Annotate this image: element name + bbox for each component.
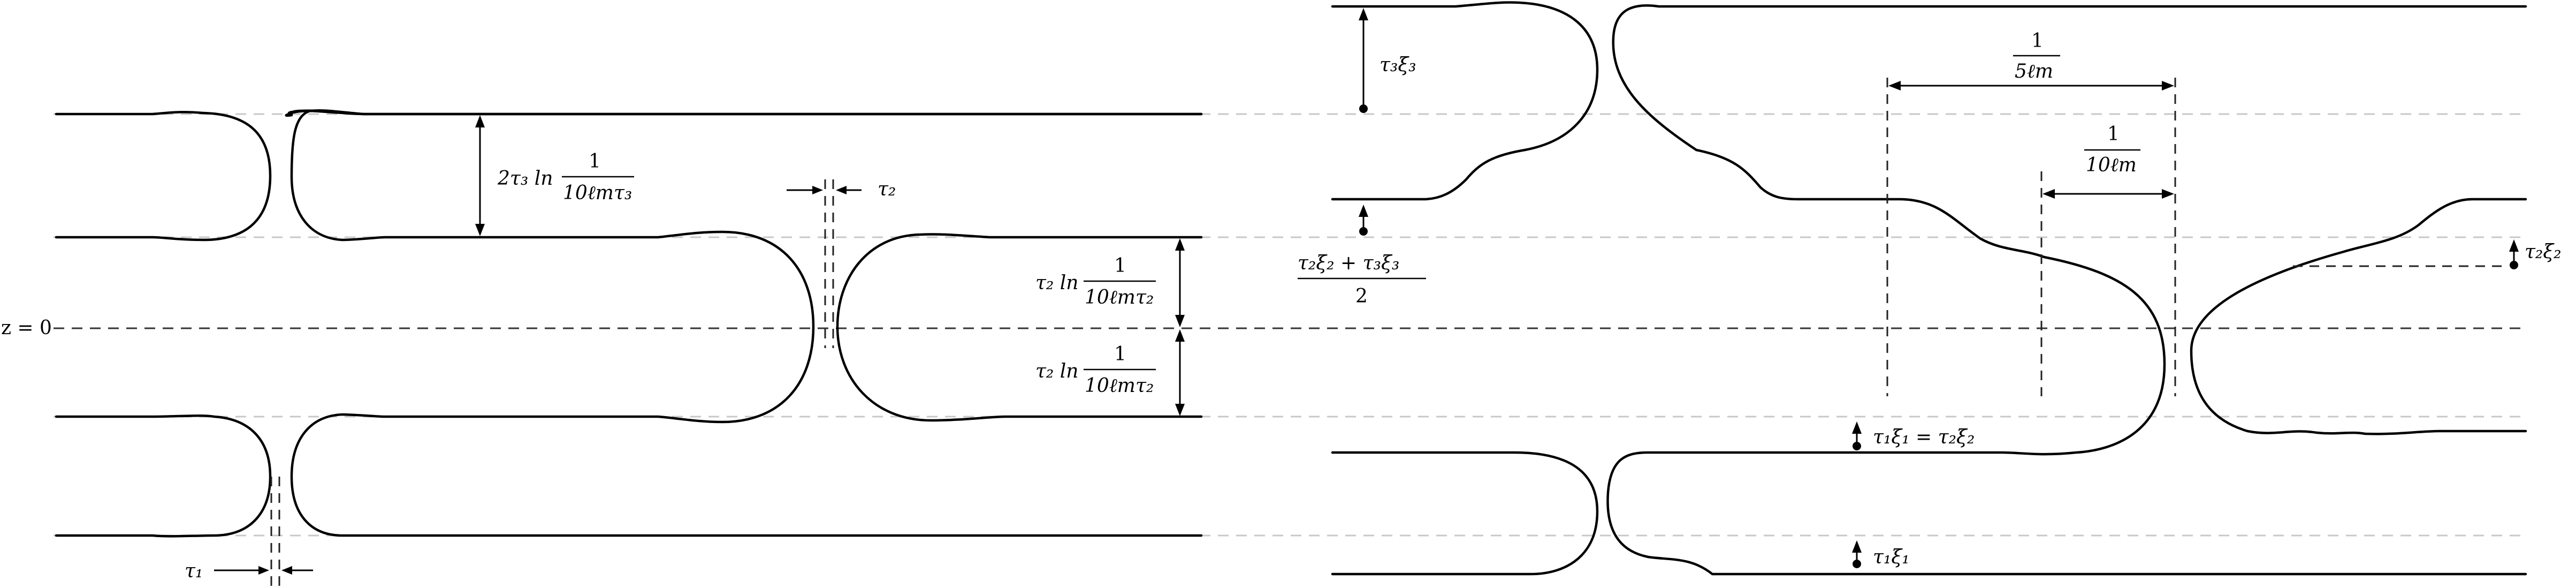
right-panel: 1 5ℓm 1 10ℓm τ₃ξ₃ τ₂ξ₂ + τ₃ξ₃ 2 τ₂ξ₂ τ₁ξ… [1298, 1, 2562, 576]
upper-half-label: τ₂ ln [1035, 272, 1079, 294]
tau3xi3-label: τ₃ξ₃ [1380, 54, 1416, 76]
eq-arrow-up [1852, 421, 1862, 434]
upper-half-frac-num: 1 [1114, 255, 1126, 277]
surface-right-top-left [1331, 1, 1599, 201]
tau2xi2-dot [2510, 261, 2518, 269]
avg-dot [1359, 227, 1368, 236]
upper-half-frac-den: 10ℓmτ₂ [1085, 287, 1154, 308]
reference-lines [54, 113, 2526, 537]
surface-upper-lobe [290, 109, 1203, 537]
width-large-num: 1 [2031, 30, 2044, 52]
tau2-arrow-left-head [812, 186, 823, 194]
surface-right-far-lobe [2190, 198, 2527, 435]
tau1xi1-arrow-up [1852, 540, 1862, 553]
surface-right-top-main [1606, 4, 2527, 576]
width-small-den: 10ℓm [2086, 154, 2137, 176]
eq-dot [1853, 442, 1861, 450]
tau2-label: τ₂ [878, 178, 896, 200]
tau1xi1-dot [1853, 560, 1861, 568]
tau1-arrow-left-head [258, 566, 269, 575]
width-small-arrow-left [2042, 189, 2055, 199]
surface-upper-neck [285, 109, 1203, 117]
tau1-label: τ₁ [185, 560, 203, 582]
lower-half-arrow-down [1175, 404, 1185, 416]
tau2-arrow-right-head [836, 186, 847, 194]
left-panel: z = 0 τ₂ τ₁ 2τ₃ ln 1 10ℓmτ₃ [1, 109, 1203, 586]
surface-right-lobe [836, 233, 1203, 422]
width-large-den: 5ℓm [2015, 61, 2053, 82]
gap-top-frac-den: 10ℓmτ₃ [563, 182, 632, 204]
lower-half-arrow-up [1175, 329, 1185, 342]
width-small-arrow-right [2162, 189, 2174, 199]
width-large-arrow-left [1888, 81, 1901, 91]
upper-half-arrow-up [1175, 238, 1185, 251]
tau1-arrow-right-head [281, 566, 292, 575]
lower-half-frac-den: 10ℓmτ₂ [1085, 375, 1154, 397]
width-large-arrow-right [2162, 81, 2174, 91]
tau2xi2-arrow-up [2509, 239, 2519, 252]
tau2xi2-label: τ₂ξ₂ [2525, 241, 2562, 263]
avg-arrow-up [1359, 205, 1368, 217]
z-zero-label: z = 0 [1, 317, 52, 339]
upper-half-arrow-down [1175, 315, 1185, 327]
gap-top-label: 2τ₃ ln [497, 168, 553, 190]
avg-frac-den: 2 [1355, 285, 1368, 307]
tau3xi3-arrow-up [1359, 8, 1368, 20]
surface-bottom-left-cap [55, 414, 272, 538]
tau3xi3-dot [1359, 104, 1368, 113]
gap-top-arrow-down [475, 224, 485, 236]
eq-label: τ₁ξ₁ = τ₂ξ₂ [1873, 426, 1975, 448]
gap-top-frac-num: 1 [589, 150, 601, 172]
lower-half-frac-num: 1 [1114, 343, 1126, 365]
surface-right-bottom-left [1331, 451, 1599, 576]
surface-top-left-cap [55, 111, 272, 242]
tau1xi1-label: τ₁ξ₁ [1873, 546, 1910, 568]
avg-frac-num: τ₂ξ₂ + τ₃ξ₃ [1298, 252, 1399, 274]
gap-top-arrow-up [475, 115, 485, 127]
width-small-num: 1 [2107, 123, 2120, 145]
lower-half-label: τ₂ ln [1035, 360, 1079, 382]
